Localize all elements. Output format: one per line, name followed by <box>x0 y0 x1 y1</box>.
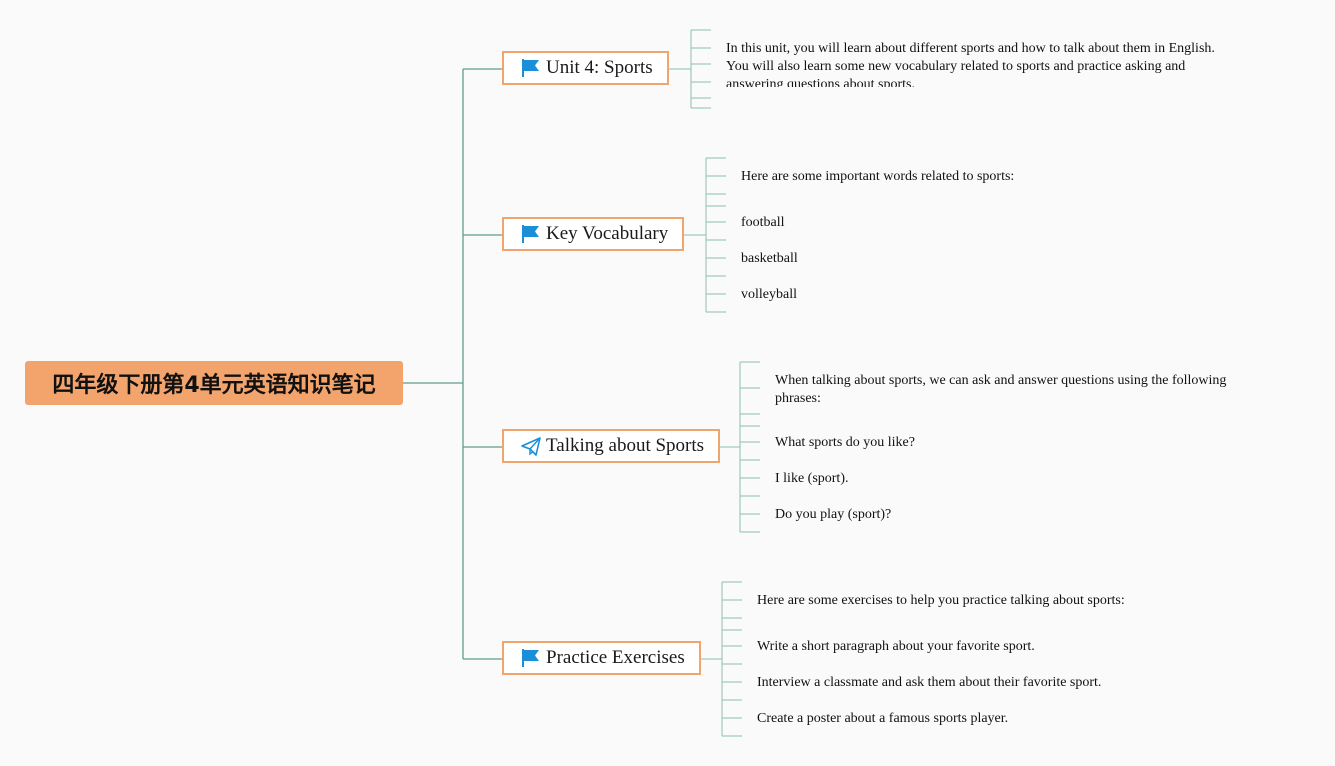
vocabulary-item[interactable]: football <box>741 215 785 230</box>
exercise-item[interactable]: Write a short paragraph about your favor… <box>757 639 1035 654</box>
vocabulary-intro[interactable]: Here are some important words related to… <box>741 169 1015 184</box>
topic-label: Practice Exercises <box>546 647 685 668</box>
phrase-item[interactable]: Do you play (sport)? <box>775 507 892 522</box>
topic-unit-4-sports[interactable]: Unit 4: Sports <box>502 51 669 85</box>
phrase-item[interactable]: What sports do you like? <box>775 435 915 450</box>
vocabulary-item[interactable]: basketball <box>741 251 798 266</box>
flag-icon <box>520 647 542 669</box>
topic-key-vocabulary[interactable]: Key Vocabulary <box>502 217 685 251</box>
topic-label: Key Vocabulary <box>546 223 669 244</box>
root-topic[interactable]: 四年级下册第4单元英语知识笔记 <box>25 361 403 405</box>
topic-talking-about-sports[interactable]: Talking about Sports <box>502 429 721 463</box>
unit-4-description[interactable]: In this unit, you will learn about diffe… <box>726 41 1215 87</box>
phrase-item[interactable]: I like (sport). <box>775 471 849 486</box>
topic-practice-exercises[interactable]: Practice Exercises <box>502 641 701 675</box>
root-topic-label: 四年级下册第4单元英语知识笔记 <box>52 373 376 398</box>
topic-label: Unit 4: Sports <box>546 57 653 78</box>
vocabulary-item[interactable]: volleyball <box>741 287 797 302</box>
exercise-item[interactable]: Interview a classmate and ask them about… <box>757 675 1102 690</box>
flag-icon <box>520 57 542 79</box>
exercise-item[interactable]: Create a poster about a famous sports pl… <box>757 711 1009 726</box>
paper-plane-icon <box>520 435 542 457</box>
exercises-intro[interactable]: Here are some exercises to help you prac… <box>757 593 1125 608</box>
topic-label: Talking about Sports <box>546 435 705 456</box>
flag-icon <box>520 223 542 245</box>
talking-intro[interactable]: When talking about sports, we can ask an… <box>775 373 1227 406</box>
